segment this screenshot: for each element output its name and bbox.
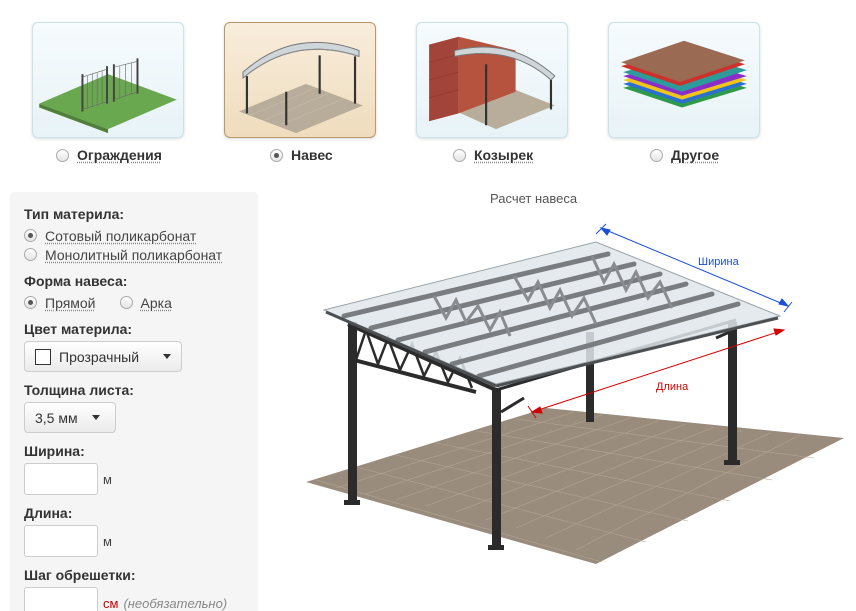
step-input[interactable] <box>24 587 98 611</box>
chevron-down-icon <box>163 354 171 359</box>
category-radio-fence[interactable]: Ограждения <box>56 147 162 163</box>
color-select[interactable]: Прозрачный <box>24 341 182 372</box>
length-label: Длина <box>656 381 689 393</box>
color-select-value: Прозрачный <box>59 348 140 365</box>
category-tile-fence[interactable] <box>32 22 184 138</box>
wall-awning-image <box>429 36 556 130</box>
radio-icon <box>453 148 466 162</box>
calculator-form-panel: Тип материла: Сотовый поликарбонат Монол… <box>10 192 258 611</box>
material-type-title: Тип материла: <box>24 206 125 222</box>
paving-ground <box>306 408 844 564</box>
material-option-cellular[interactable]: Сотовый поликарбонат <box>24 226 244 245</box>
category-tile-other[interactable] <box>608 22 760 138</box>
thickness-title: Толщина листа: <box>24 382 134 398</box>
category-label-canopy: Навес <box>291 147 333 163</box>
radio-icon <box>24 248 37 261</box>
radio-icon <box>119 296 133 309</box>
width-input[interactable] <box>24 463 98 495</box>
width-title: Ширина: <box>24 443 85 459</box>
roof-front-edge <box>325 310 497 388</box>
color-swatch <box>35 348 51 365</box>
thickness-select-value: 3,5 мм <box>35 409 78 426</box>
material-option-label: Монолитный поликарбонат <box>45 246 223 263</box>
roof-purlins <box>341 251 741 379</box>
canopy-arch-image <box>239 41 363 134</box>
category-radio-canopy[interactable]: Навес <box>270 147 333 163</box>
chevron-down-icon <box>91 415 100 420</box>
width-unit: м <box>103 471 112 487</box>
length-dimension <box>527 328 786 419</box>
shape-option-arch[interactable]: Арка <box>119 293 172 312</box>
roof-side-edge <box>495 316 779 388</box>
thickness-select[interactable]: 3,5 мм <box>24 402 116 433</box>
width-dimension <box>595 223 793 313</box>
shape-title: Форма навеса: <box>24 273 128 289</box>
category-label-fence: Ограждения <box>77 147 162 163</box>
shape-option-label: Прямой <box>45 294 96 311</box>
illustration-title: Расчет навеса <box>490 191 578 206</box>
category-radio-awning[interactable]: Козырек <box>453 147 533 163</box>
radio-icon <box>56 148 69 162</box>
radio-icon <box>650 148 663 162</box>
category-tile-canopy[interactable] <box>224 22 376 138</box>
fence-image <box>39 58 177 134</box>
category-label-awning: Козырек <box>474 147 534 163</box>
radio-selected-icon <box>270 148 283 162</box>
length-title: Длина: <box>24 505 73 521</box>
category-label-other: Другое <box>671 147 720 163</box>
color-title: Цвет материла: <box>24 321 133 337</box>
material-option-label: Сотовый поликарбонат <box>45 227 197 244</box>
category-radio-other[interactable]: Другое <box>650 147 719 163</box>
step-unit: см <box>103 595 119 611</box>
radio-selected-icon <box>24 296 37 309</box>
shape-option-straight[interactable]: Прямой <box>24 293 96 312</box>
roof-trusses <box>432 255 674 337</box>
length-unit: м <box>103 533 112 549</box>
shape-option-label: Арка <box>140 294 172 311</box>
step-hint: (необязательно) <box>123 595 228 611</box>
width-label: Ширина <box>698 256 740 268</box>
polycarbonate-sheets-image <box>621 40 747 108</box>
canopy-posts <box>344 322 740 550</box>
canopy-illustration: Ширина Длина <box>306 223 844 564</box>
length-input[interactable] <box>24 525 98 557</box>
category-tile-awning[interactable] <box>416 22 568 138</box>
material-option-monolithic[interactable]: Монолитный поликарбонат <box>24 245 244 264</box>
radio-selected-icon <box>24 229 37 242</box>
step-title: Шаг обрешетки: <box>24 567 136 583</box>
